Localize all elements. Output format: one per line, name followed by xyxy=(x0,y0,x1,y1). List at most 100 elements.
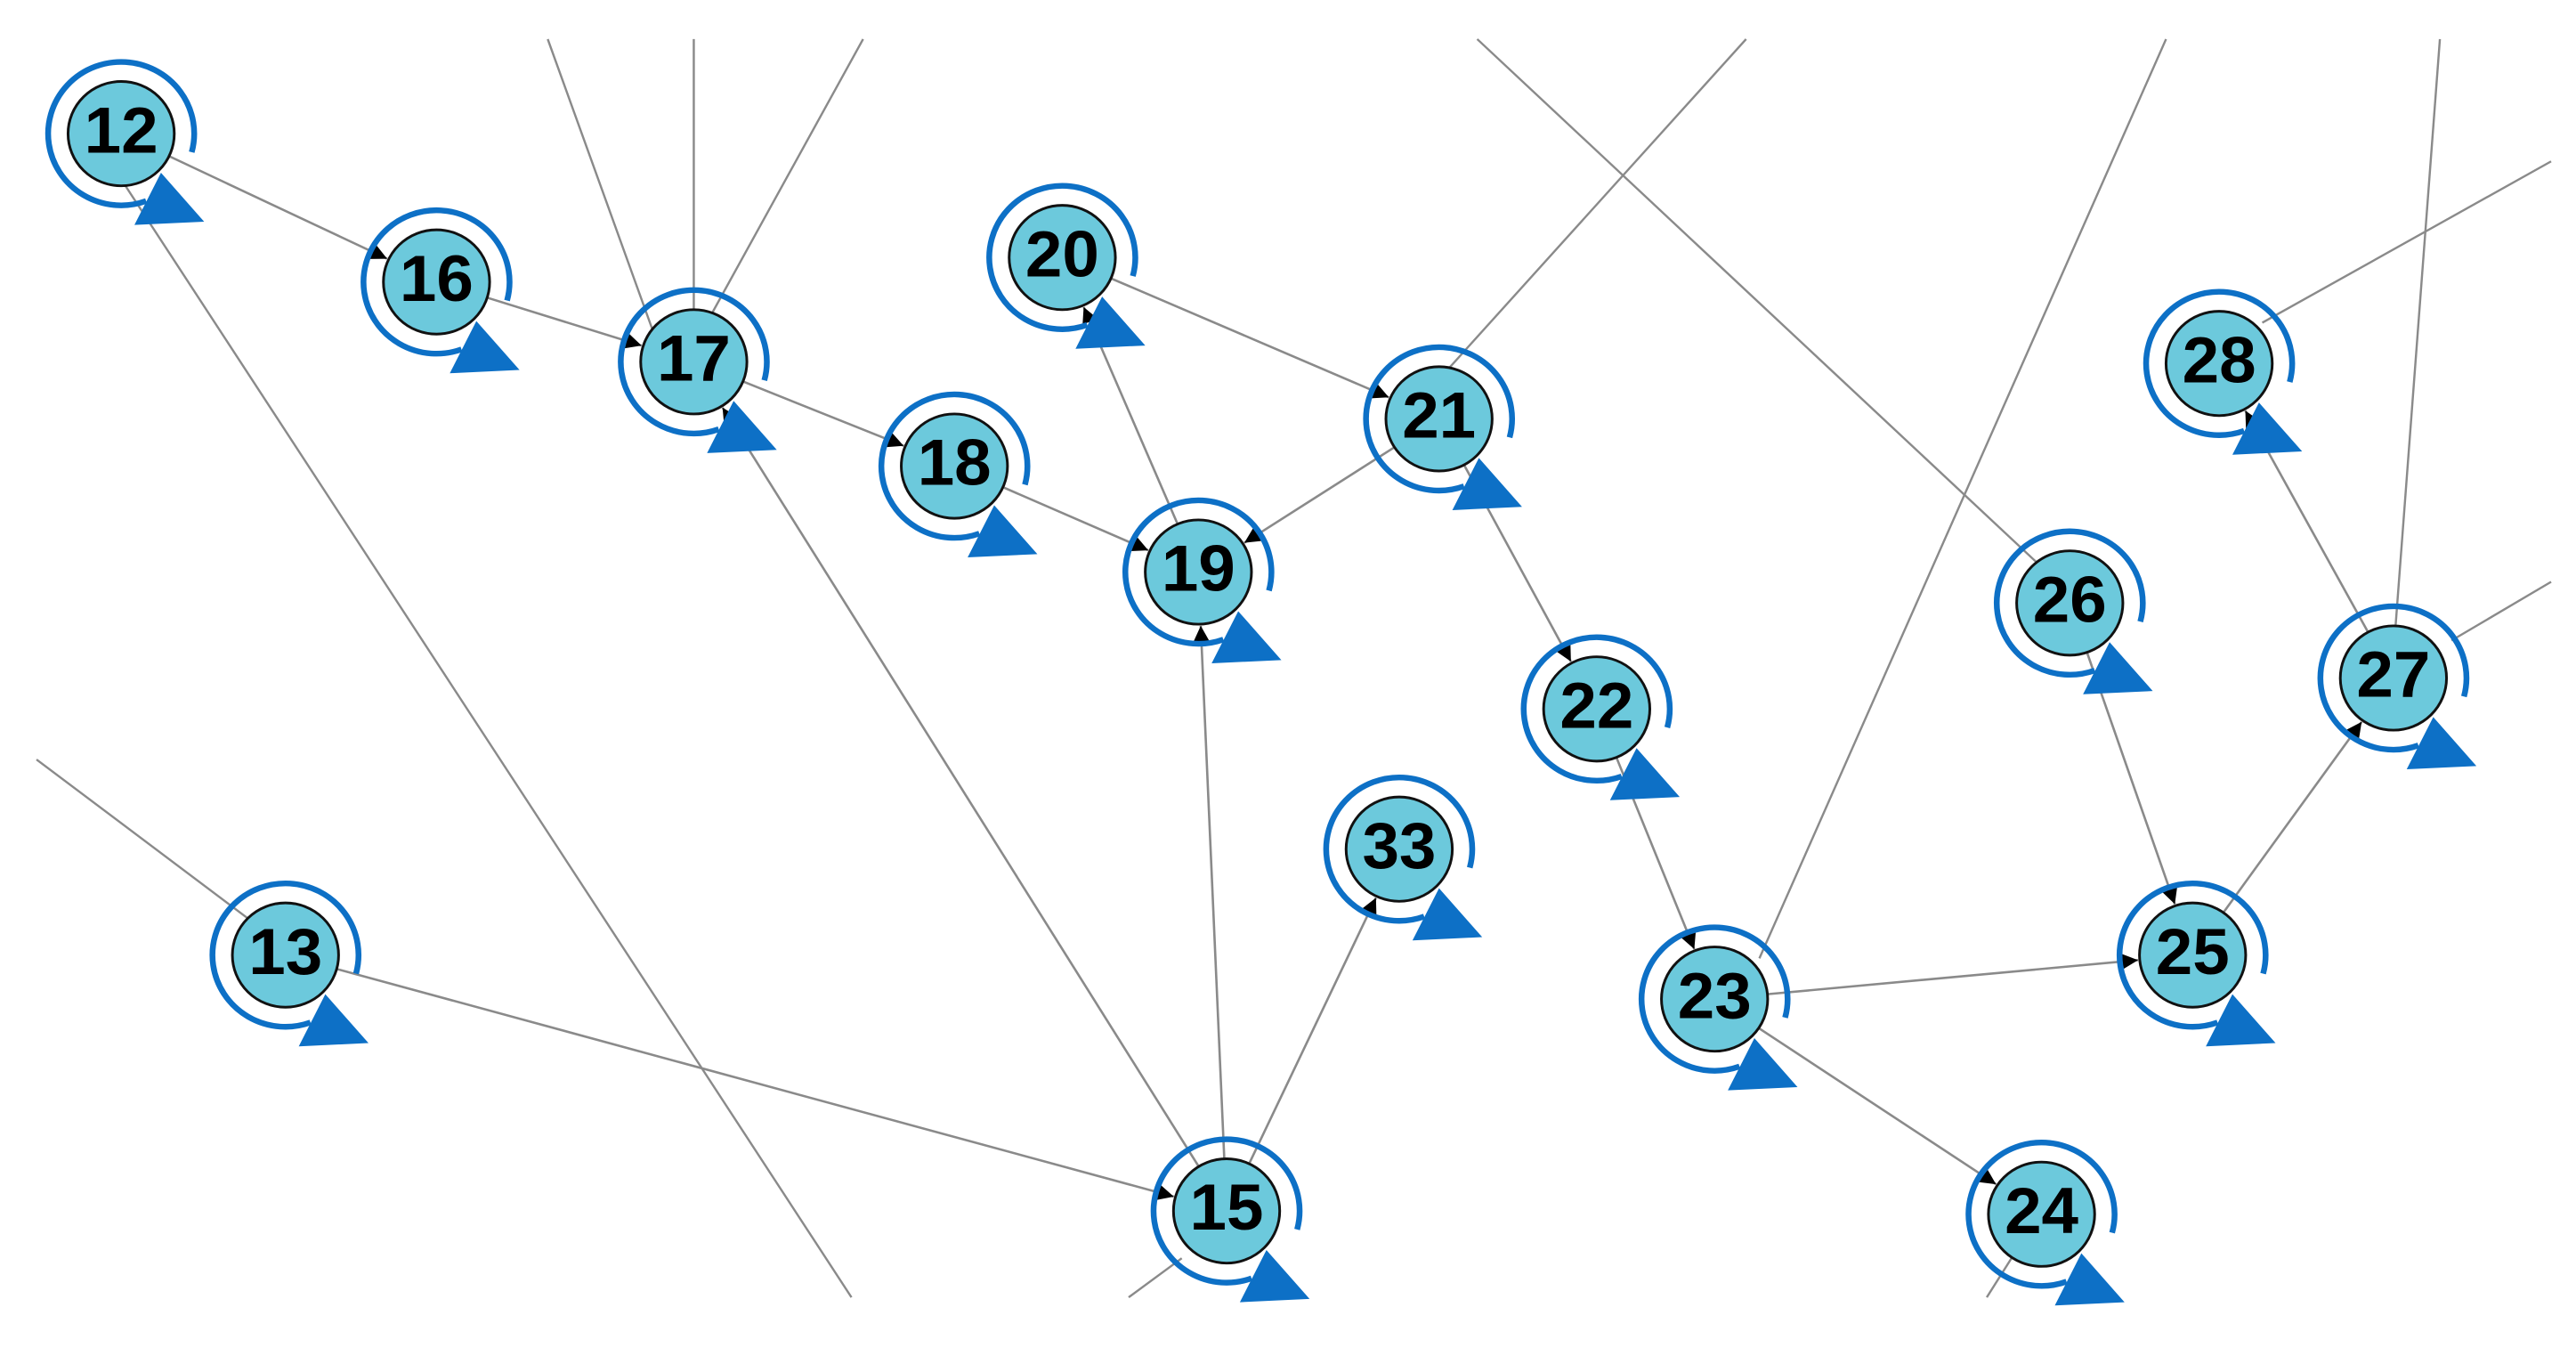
edge-n20-n21 xyxy=(1110,277,1389,399)
loop-arrowhead-icon xyxy=(968,505,1038,558)
loop-arrowhead-icon xyxy=(1412,888,1483,941)
circular-arrow-icon xyxy=(1323,774,1476,924)
node-label: 25 xyxy=(2156,914,2230,987)
edge-n17-n18 xyxy=(742,380,904,448)
node-circle xyxy=(1542,655,1651,763)
boundary-line xyxy=(120,178,853,1298)
node-25[interactable]: 25 xyxy=(2116,880,2276,1047)
circular-arrow-icon xyxy=(1965,1140,2118,1289)
boundary-line xyxy=(547,38,653,330)
circular-arrow-icon xyxy=(986,183,1138,332)
node-label: 33 xyxy=(1362,808,1436,881)
node-label: 17 xyxy=(657,321,731,394)
loop-arrowhead-icon xyxy=(134,173,205,225)
node-17[interactable]: 17 xyxy=(618,287,777,453)
node-circle xyxy=(2015,549,2125,657)
node-label: 27 xyxy=(2356,637,2430,710)
node-circle xyxy=(1008,204,1117,312)
node-label: 22 xyxy=(1559,669,1633,742)
loop-arrowhead-icon xyxy=(1075,296,1146,349)
node-24[interactable]: 24 xyxy=(1965,1140,2125,1306)
edge-n13-n15 xyxy=(336,968,1175,1200)
node-circle xyxy=(2338,624,2449,732)
node-circle xyxy=(1987,1160,2096,1268)
node-20[interactable]: 20 xyxy=(986,183,1146,349)
node-23[interactable]: 23 xyxy=(1638,924,1798,1091)
node-18[interactable]: 18 xyxy=(878,391,1038,558)
circular-arrow-icon xyxy=(2116,880,2269,1030)
node-22[interactable]: 22 xyxy=(1520,634,1681,800)
node-19[interactable]: 19 xyxy=(1122,497,1282,664)
edge-n26-n25 xyxy=(2086,652,2178,905)
node-label: 28 xyxy=(2183,323,2256,396)
loop-arrowhead-icon xyxy=(1609,748,1681,800)
node-circle xyxy=(1144,518,1253,626)
node-16[interactable]: 16 xyxy=(360,207,520,374)
loop-arrowhead-icon xyxy=(2083,642,2153,694)
edge-n18-n19 xyxy=(1002,486,1149,552)
edges-layer xyxy=(168,155,2369,1200)
loop-arrowhead-icon xyxy=(1211,611,1282,664)
node-15[interactable]: 15 xyxy=(1150,1136,1310,1303)
circular-arrow-icon xyxy=(2143,288,2296,438)
node-27[interactable]: 27 xyxy=(2317,603,2477,770)
circular-arrow-icon xyxy=(1993,528,2146,678)
loop-arrowhead-icon xyxy=(2232,402,2303,455)
boundary-line xyxy=(1758,38,2167,959)
node-circle xyxy=(900,412,1009,520)
circular-arrow-icon xyxy=(209,880,362,1030)
node-circle xyxy=(66,80,176,188)
node-circle xyxy=(1171,1157,1282,1265)
node-label: 24 xyxy=(2005,1174,2078,1247)
boundary-line xyxy=(2261,160,2552,324)
node-33[interactable]: 33 xyxy=(1323,774,1483,941)
node-circle xyxy=(1660,946,1770,1053)
circular-arrow-icon xyxy=(1520,634,1673,784)
loop-arrowhead-icon xyxy=(707,401,777,453)
circular-arrow-icon xyxy=(360,207,513,357)
node-label: 21 xyxy=(1402,378,1476,451)
loop-arrowhead-icon xyxy=(450,321,520,374)
node-circle xyxy=(2164,310,2274,418)
circular-arrow-icon xyxy=(1638,924,1791,1074)
edge-n15-n19 xyxy=(1193,625,1226,1159)
node-circle xyxy=(2138,901,2248,1009)
node-label: 16 xyxy=(400,241,474,314)
node-label: 19 xyxy=(1162,532,1235,605)
loop-arrowhead-icon xyxy=(1239,1250,1310,1303)
edge-n12-n16 xyxy=(168,155,388,260)
boundary-line xyxy=(1446,38,1747,371)
boundary-line xyxy=(1476,38,2037,564)
loop-arrowhead-icon xyxy=(2406,717,2477,770)
node-circle xyxy=(231,901,340,1009)
node-13[interactable]: 13 xyxy=(209,880,369,1047)
node-circle xyxy=(1384,365,1494,473)
node-28[interactable]: 28 xyxy=(2143,288,2303,455)
circular-arrow-icon xyxy=(878,391,1031,541)
edge-n15-n33 xyxy=(1248,897,1378,1165)
node-circle xyxy=(1344,795,1454,903)
boundary-line xyxy=(2394,38,2442,633)
node-circle xyxy=(639,308,749,416)
loop-arrowhead-icon xyxy=(298,994,369,1047)
circular-arrow-icon xyxy=(1122,497,1275,647)
node-label: 23 xyxy=(1678,959,1752,1032)
edge-n15-n17 xyxy=(721,407,1200,1167)
loop-arrowhead-icon xyxy=(1728,1038,1798,1091)
loop-arrowhead-icon xyxy=(2054,1253,2125,1306)
edge-n21-n19 xyxy=(1243,446,1396,544)
edge-n16-n17 xyxy=(486,296,643,349)
node-21[interactable]: 21 xyxy=(1363,344,1522,510)
node-12[interactable]: 12 xyxy=(45,59,205,225)
boundary-lines xyxy=(36,38,2552,1299)
node-26[interactable]: 26 xyxy=(1993,528,2153,694)
edge-n23-n25 xyxy=(1767,954,2139,995)
circular-arrow-icon xyxy=(1363,344,1515,494)
boundary-line xyxy=(1128,1257,1183,1299)
nodes-layer: 12 16 17 18 19 20 21 22 23 24 25 26 27 28 13 15 33 xyxy=(45,59,2477,1306)
loop-arrowhead-icon xyxy=(2206,994,2276,1047)
node-label: 15 xyxy=(1190,1171,1264,1244)
loop-arrowhead-icon xyxy=(1452,458,1522,510)
boundary-line xyxy=(709,38,864,317)
